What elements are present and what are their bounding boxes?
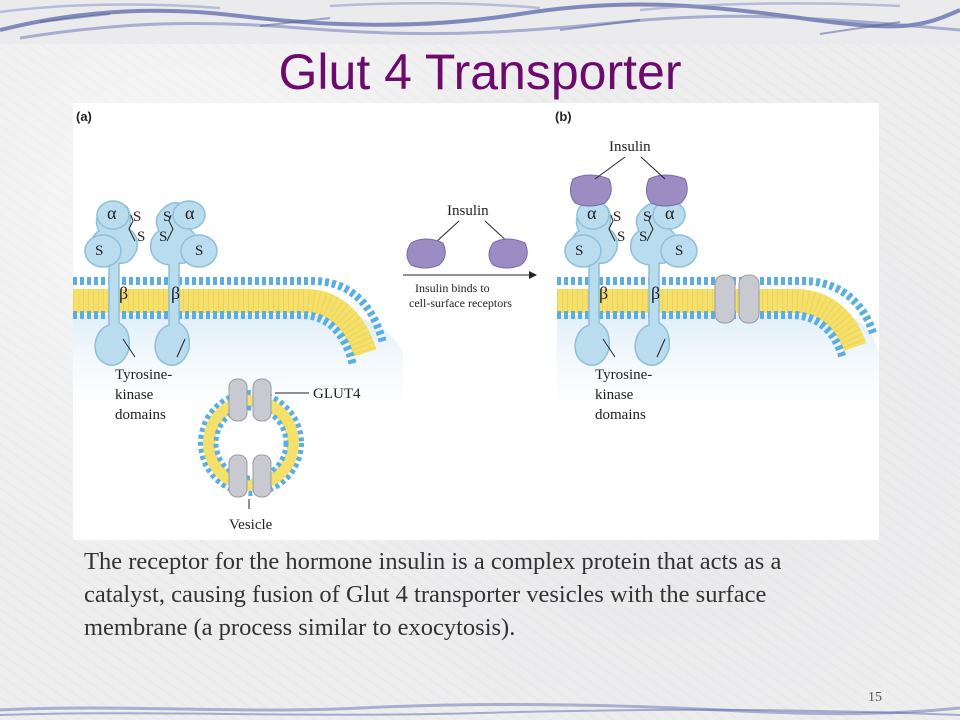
slide-caption: The receptor for the hormone insulin is … <box>84 548 782 641</box>
sulfur-label-a-1: S <box>133 209 141 225</box>
alpha-label-b-left: α <box>587 203 597 223</box>
sulfur-label-b-5: S <box>575 243 583 259</box>
arrow-caption-1: Insulin binds to <box>415 281 490 295</box>
glut4-in-membrane <box>714 274 760 324</box>
alpha-label-b-right: α <box>665 203 675 223</box>
sulfur-label-a-2: S <box>163 209 171 225</box>
insulin-receptor-b <box>564 200 698 366</box>
binding-arrow <box>403 271 537 279</box>
figure-drawing: (a) α α S S S S S S β β T <box>73 109 879 533</box>
bound-insulin-right <box>645 174 688 207</box>
tyrosine-label-b-1: Tyrosine- <box>595 367 652 383</box>
tyrosine-label-a-1: Tyrosine- <box>115 367 172 383</box>
insulin-molecule-2 <box>488 238 528 269</box>
tyrosine-leader-lines-b <box>602 338 666 358</box>
sulfur-label-a-3: S <box>137 229 145 245</box>
top-decorative-border <box>0 0 960 44</box>
insulin-receptor-figure: (a) α α S S S S S S β β T <box>73 103 879 540</box>
glut4-label: GLUT4 <box>313 386 361 402</box>
alpha-label-a-left: α <box>107 203 117 223</box>
arrow-caption-2: cell-surface receptors <box>409 296 512 310</box>
panel-a-tag: (a) <box>76 109 92 124</box>
insulin-molecule-1 <box>406 238 446 269</box>
insulin-leader-lines-middle <box>434 220 510 244</box>
bottom-decorative-border <box>0 702 960 716</box>
slide-title: Glut 4 Transporter <box>278 44 682 100</box>
sulfur-label-b-1: S <box>613 209 621 225</box>
sulfur-label-a-4: S <box>159 229 167 245</box>
plasma-membrane-b <box>557 277 877 361</box>
beta-label-b-left: β <box>599 283 608 303</box>
slide-number: 15 <box>868 690 882 705</box>
sulfur-label-a-6: S <box>195 243 203 259</box>
tyrosine-leader-lines-a <box>122 338 186 358</box>
beta-label-a-left: β <box>119 283 128 303</box>
insulin-label-b: Insulin <box>609 139 651 155</box>
insulin-label-middle: Insulin <box>447 203 489 219</box>
plasma-membrane-a <box>73 277 387 367</box>
tyrosine-label-a-2: kinase <box>115 387 154 403</box>
sulfur-label-b-3: S <box>617 229 625 245</box>
sulfur-label-a-5: S <box>95 243 103 259</box>
sulfur-label-b-2: S <box>643 209 651 225</box>
alpha-label-a-right: α <box>185 203 195 223</box>
tyrosine-label-b-3: domains <box>595 407 646 423</box>
insulin-leader-lines-b <box>594 156 666 180</box>
tyrosine-label-a-3: domains <box>115 407 166 423</box>
sulfur-label-b-4: S <box>639 229 647 245</box>
sulfur-label-b-6: S <box>675 243 683 259</box>
bound-insulin-left <box>569 174 612 207</box>
vesicle-label: Vesicle <box>229 517 273 533</box>
beta-label-b-right: β <box>651 283 660 303</box>
beta-label-a-right: β <box>171 283 180 303</box>
glut4-vesicle <box>198 378 304 498</box>
panel-b-tag: (b) <box>555 109 572 124</box>
insulin-receptor-a <box>84 200 218 366</box>
tyrosine-label-b-2: kinase <box>595 387 634 403</box>
